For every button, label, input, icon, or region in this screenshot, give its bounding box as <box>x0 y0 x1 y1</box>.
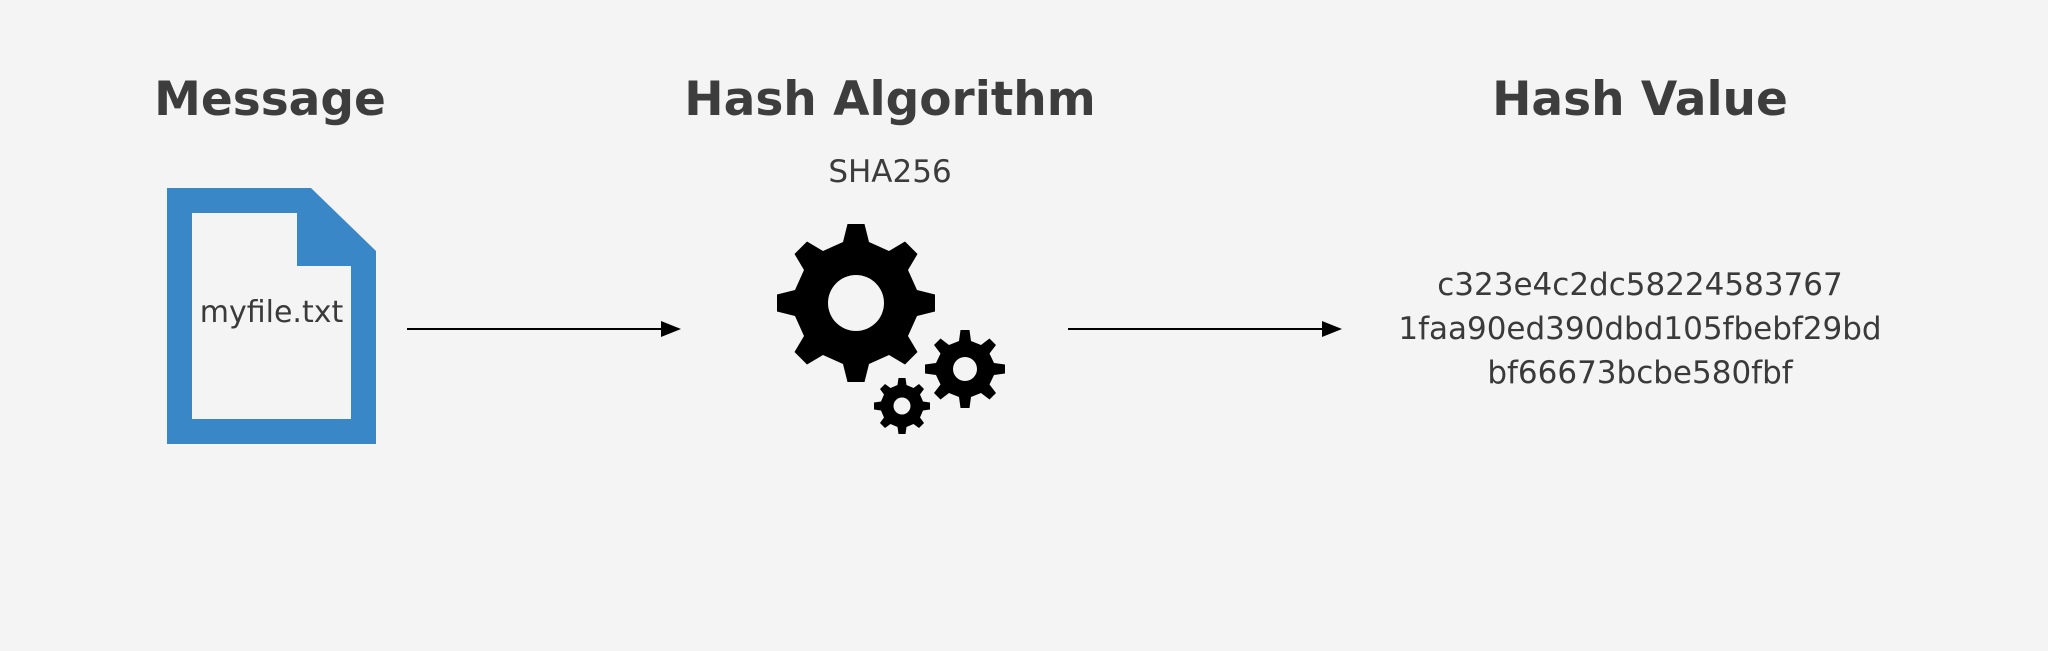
large-gear-icon <box>777 224 935 382</box>
medium-gear-icon <box>925 330 1005 408</box>
hash-value-heading: Hash Value <box>1492 72 1788 127</box>
message-filename: myfile.txt <box>199 295 344 330</box>
hash-line: 1faa90ed390dbd105fbebf29bd <box>1398 311 1882 347</box>
hash-line: c323e4c2dc58224583767 <box>1437 267 1843 303</box>
right-arrow-icon <box>1068 321 1342 337</box>
message-file: myfile.txt <box>167 188 376 444</box>
gears-icon <box>777 224 1005 434</box>
small-gear-icon <box>874 378 930 434</box>
right-arrow-icon <box>407 321 681 337</box>
algorithm-name: SHA256 <box>828 154 952 190</box>
message-heading: Message <box>154 72 386 127</box>
hash-value-text: c323e4c2dc58224583767 1faa90ed390dbd105f… <box>1380 263 1900 395</box>
document-icon <box>167 188 376 444</box>
hash-algorithm-heading: Hash Algorithm <box>684 72 1096 127</box>
hash-line: bf66673bcbe580fbf <box>1487 355 1793 391</box>
